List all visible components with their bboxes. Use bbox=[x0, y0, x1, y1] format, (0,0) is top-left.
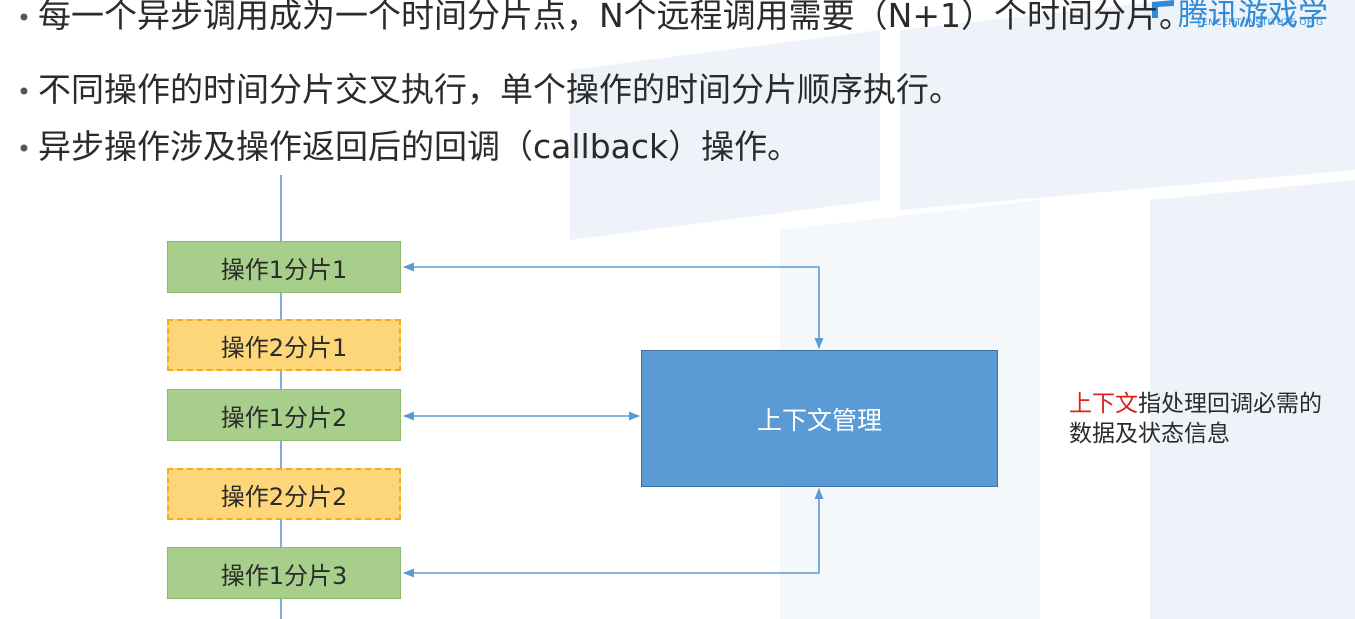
bullet-item: •每一个异步调用成为一个时间分片点，N个远程调用需要（N+1）个时间分片。 bbox=[10, 0, 1192, 38]
slice-op1-part2: 操作1分片2 bbox=[167, 389, 401, 441]
logo-text: 腾讯游戏学 bbox=[1178, 0, 1328, 33]
logo-subtitle: TENCENT INSTITUTE OF G bbox=[1196, 18, 1324, 28]
slice-op2-part1: 操作2分片1 bbox=[167, 319, 401, 371]
context-management-box: 上下文管理 bbox=[641, 350, 998, 487]
bullet-text: 不同操作的时间分片交叉执行，单个操作的时间分片顺序执行。 bbox=[38, 70, 962, 109]
note-text: 指处理回调必需的数据及状态信息 bbox=[1069, 391, 1322, 447]
bullet-text: 每一个异步调用成为一个时间分片点，N个远程调用需要（N+1）个时间分片。 bbox=[38, 0, 1193, 35]
note-highlight: 上下文 bbox=[1069, 391, 1138, 417]
bullet-dot-icon: • bbox=[16, 77, 32, 106]
bullet-dot-icon: • bbox=[16, 134, 32, 163]
slice-op2-part2: 操作2分片2 bbox=[167, 468, 401, 520]
bullet-dot-icon: • bbox=[16, 3, 32, 32]
slice-op1-part1: 操作1分片1 bbox=[167, 241, 401, 293]
arrow-context-to-slice1 bbox=[402, 262, 824, 350]
slice-op1-part3: 操作1分片3 bbox=[167, 547, 401, 599]
logo-icon bbox=[1152, 0, 1174, 18]
bullet-item: •不同操作的时间分片交叉执行，单个操作的时间分片顺序执行。 bbox=[10, 70, 962, 112]
bullet-item: •异步操作涉及操作返回后的回调（callback）操作。 bbox=[10, 127, 800, 169]
arrow-context-to-slice3 bbox=[402, 487, 824, 578]
bullet-text: 异步操作涉及操作返回后的回调（callback）操作。 bbox=[38, 127, 801, 166]
context-note: 上下文指处理回调必需的数据及状态信息 bbox=[1069, 389, 1329, 449]
